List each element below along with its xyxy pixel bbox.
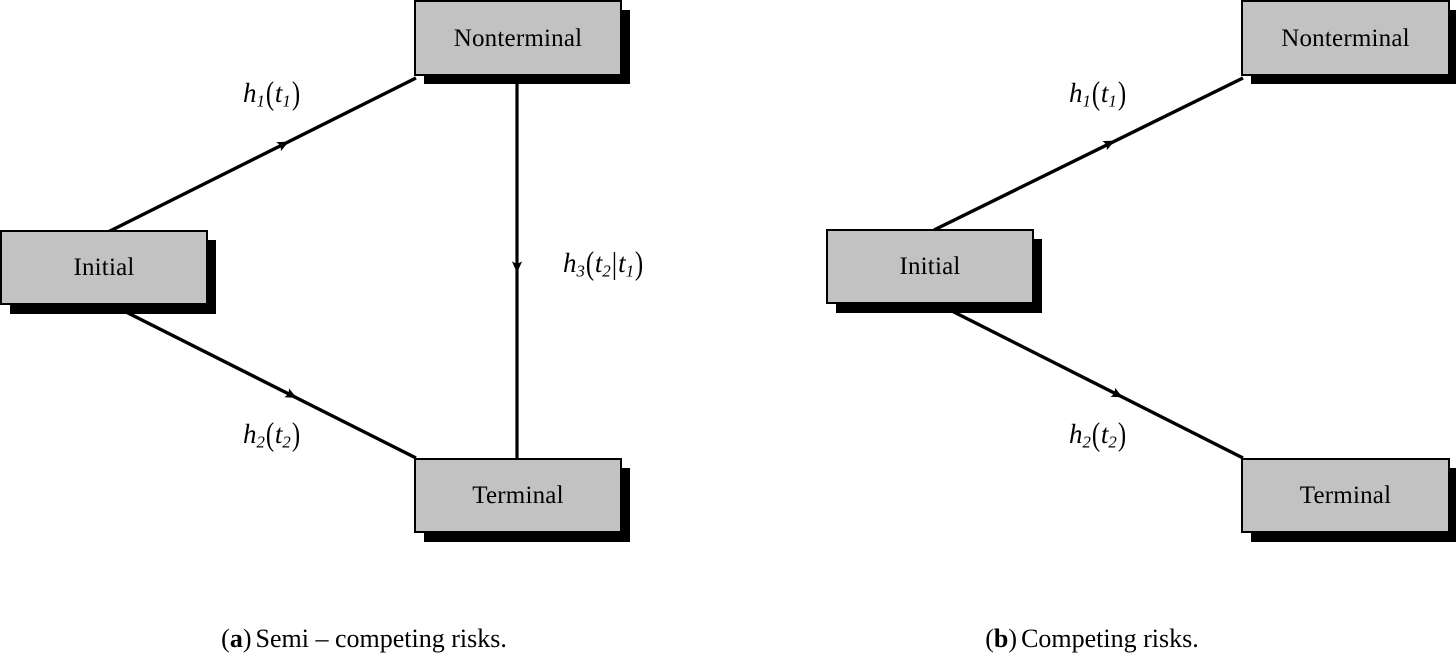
caption-a-tag-letter: a: [229, 624, 243, 653]
paren-close-icon: ): [291, 415, 300, 453]
edge-label-h2-fn-sub: 2: [1082, 432, 1091, 452]
node-initial[interactable]: Initial: [0, 230, 208, 305]
edge-label-h3-fn: h: [563, 248, 577, 278]
paren-open-icon: (: [1091, 415, 1101, 453]
node-terminal[interactable]: Terminal: [414, 458, 622, 533]
edge-initial-to-nonterminal-shaft: [107, 76, 417, 234]
panel-b-edges: [933, 76, 1244, 460]
conditional-bar-icon: |: [611, 245, 618, 281]
paren-open-icon: (: [585, 244, 595, 282]
edge-label-h2-fn-sub: 2: [256, 432, 265, 452]
node-initial-label: Initial: [899, 253, 961, 280]
edge-label-h1-fn-sub: 1: [256, 91, 265, 111]
edge-initial-to-nonterminal-shaft: [933, 76, 1244, 232]
edge-label-h2: h2(t2): [243, 415, 301, 453]
edge-label-h3-arg: t: [594, 248, 603, 278]
caption-a-tag-close: ): [242, 624, 252, 653]
edge-label-h2-arg: t: [274, 419, 283, 449]
edge-label-h1: h1(t1): [1069, 74, 1127, 112]
edge-label-h1-arg: t: [1100, 78, 1109, 108]
caption-b-tag-open: (: [985, 624, 994, 653]
edge-label-h1-arg-sub: 1: [1108, 91, 1117, 111]
caption-b-tag-close: ): [1008, 624, 1018, 653]
node-terminal-label: Terminal: [1299, 482, 1392, 509]
caption-b-text: Competing risks.: [1021, 624, 1199, 653]
edge-initial-to-terminal-shaft: [117, 306, 417, 460]
caption-b-tag-letter: b: [993, 624, 1009, 653]
paren-close-icon: ): [1117, 74, 1126, 112]
edge-label-h3-cond: t: [618, 248, 626, 278]
edge-initial-to-terminal-shaft: [943, 305, 1244, 460]
node-nonterminal[interactable]: Nonterminal: [414, 0, 622, 76]
node-initial[interactable]: Initial: [826, 229, 1034, 304]
edge-label-h2-arg-sub: 2: [1108, 432, 1117, 452]
edge-label-h1-arg: t: [274, 78, 283, 108]
paren-open-icon: (: [265, 415, 275, 453]
caption-panel-b: (b)Competing risks.: [728, 624, 1456, 654]
paren-close-icon: ): [1117, 415, 1126, 453]
edge-label-h1-arg-sub: 1: [282, 91, 291, 111]
paren-open-icon: (: [1091, 74, 1101, 112]
edge-label-h3-arg-sub: 2: [602, 261, 611, 281]
node-terminal-label: Terminal: [472, 482, 564, 509]
panel-competing-risks: Nonterminal Initial Terminal h1(t1) h2(t…: [728, 0, 1456, 667]
caption-a-text: Semi – competing risks.: [255, 624, 507, 653]
paren-open-icon: (: [265, 74, 275, 112]
node-nonterminal-label: Nonterminal: [1281, 24, 1410, 52]
paren-close-icon: ): [291, 74, 300, 112]
panel-semi-competing-risks: Nonterminal Initial Terminal h1(t1) h2(t…: [0, 0, 728, 654]
edge-label-h2: h2(t2): [1069, 415, 1127, 453]
node-nonterminal[interactable]: Nonterminal: [1241, 0, 1450, 76]
node-terminal[interactable]: Terminal: [1241, 458, 1450, 533]
node-nonterminal-label: Nonterminal: [453, 24, 583, 52]
edge-label-h1-fn-sub: 1: [1082, 91, 1091, 111]
edge-label-h3: h3(t2|t1): [563, 244, 644, 282]
edge-label-h1-fn: h: [243, 78, 257, 108]
panel-a-edges: [107, 76, 728, 460]
edge-label-h2-fn: h: [243, 419, 257, 449]
edge-label-h1: h1(t1): [243, 74, 301, 112]
edge-label-h2-fn: h: [1069, 419, 1083, 449]
paren-close-icon: ): [634, 244, 644, 282]
caption-a-tag-open: (: [221, 624, 230, 653]
caption-panel-a: (a)Semi – competing risks.: [0, 624, 728, 654]
edge-label-h3-cond-sub: 1: [625, 261, 635, 281]
edge-label-h2-arg-sub: 2: [282, 432, 291, 452]
edge-label-h1-fn: h: [1069, 78, 1083, 108]
node-initial-label: Initial: [73, 254, 135, 281]
edge-label-h2-arg: t: [1100, 419, 1109, 449]
edge-label-h3-fn-sub: 3: [576, 261, 585, 281]
